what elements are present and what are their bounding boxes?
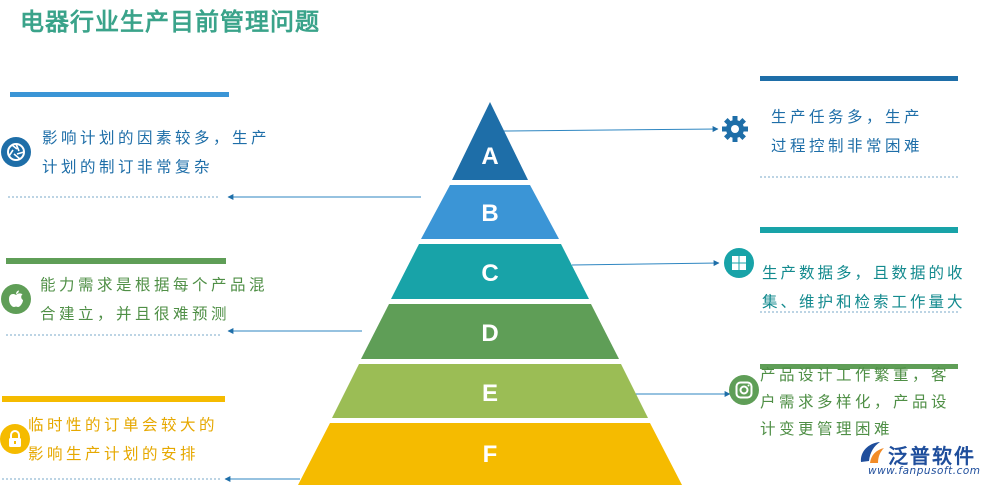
problem-text-6: 产品设计工作繁重，客 户需求多样化，产品设 计变更管理困难 [760,362,950,443]
pyramid-level-b [421,185,559,239]
problem-text-2: 能力需求是根据每个产品混 合建立，并且很难预测 [40,271,268,329]
problem-text-2-line-2: 合建立，并且很难预测 [40,305,231,323]
accent-bar-left-2 [6,258,226,264]
accent-bar-right-1 [760,76,958,81]
problem-text-1-line-2: 计划的制订非常复杂 [42,158,214,176]
pyramid-label-a: A [481,143,498,170]
problem-text-6-line-3: 计变更管理困难 [760,420,894,438]
pyramid-label-f: F [483,441,498,468]
pyramid-label-d: D [481,320,498,347]
windows-icon [724,248,754,278]
pyramid-label-b: B [481,200,498,227]
problem-text-6-line-1: 产品设计工作繁重，客 [760,366,951,384]
problem-text-4-line-1: 生产任务多，生产 [771,108,924,126]
apple-icon [1,284,31,314]
problem-text-4: 生产任务多，生产 过程控制非常困难 [771,103,923,161]
gear-icon [720,114,750,144]
problem-text-3: 临时性的订单会较大的 影响生产计划的安排 [28,411,218,469]
problem-text-1-line-1: 影响计划的因素较多，生产 [42,129,271,147]
connector-arrow-c [571,260,720,267]
pyramid-level-c [391,244,589,299]
logo-mark-icon [860,442,884,463]
problem-text-1: 影响计划的因素较多，生产 计划的制订非常复杂 [42,124,270,182]
problem-text-5: 生产数据多，且数据的收 集、维护和检索工作量大 [762,259,966,317]
problem-text-3-line-1: 临时性的订单会较大的 [28,416,219,434]
pyramid-label-c: C [481,260,498,287]
logo-name: 泛普软件 [888,444,976,468]
problem-text-4-line-2: 过程控制非常困难 [771,137,924,155]
problem-text-6-line-2: 户需求多样化，产品设 [760,393,951,411]
logo-url: www.fanpusoft.com [868,465,981,477]
page-title: 电器行业生产目前管理问题 [20,8,320,36]
connector-arrow-a [502,126,719,133]
accent-bar-right-3 [760,364,958,369]
pyramid-level-d [361,304,619,359]
instagram-icon [729,375,759,405]
lock-icon [0,424,30,454]
pyramid-level-e [332,364,648,418]
camera-shutter-icon [1,137,31,167]
pyramid-level-a [452,102,528,180]
accent-bar-left-1 [10,92,229,97]
problem-text-3-line-2: 影响生产计划的安排 [28,445,200,463]
accent-bar-right-2 [760,227,958,233]
problem-text-5-line-1: 生产数据多，且数据的收 [762,264,966,282]
pyramid-level-f [298,423,682,485]
problem-text-5-line-2: 集、维护和检索工作量大 [762,293,966,311]
problem-text-2-line-1: 能力需求是根据每个产品混 [40,276,269,294]
accent-bar-left-3 [2,396,225,402]
pyramid-label-e: E [482,380,498,407]
